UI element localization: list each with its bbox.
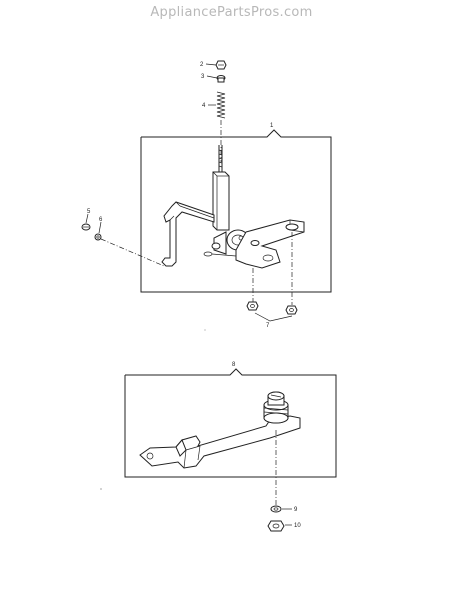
- callout-6: 6: [99, 217, 103, 223]
- speck: [204, 329, 206, 331]
- part-8-arm: [139, 415, 301, 469]
- callout-1: 1: [270, 123, 274, 129]
- watermark-text: AppliancePartsPros.com: [150, 5, 313, 20]
- part-1-base-plate: [203, 219, 305, 269]
- part-7-nut-right: [285, 305, 298, 315]
- part-8-stud: [263, 391, 289, 424]
- callout-5: 5: [87, 209, 91, 215]
- callout-2: 2: [200, 62, 204, 68]
- lower-assembly: 8 9: [124, 362, 337, 532]
- upper-assembly-frame: [140, 129, 332, 293]
- callout-9: 9: [294, 507, 298, 513]
- part-1-lever-arm: [161, 201, 215, 267]
- part-10-nut: [267, 520, 285, 532]
- part-4-spring: [216, 91, 226, 119]
- part-2-nut: [215, 60, 227, 70]
- callout-4: 4: [202, 103, 206, 109]
- callout-8: 8: [232, 362, 236, 368]
- lower-assembly-frame: [124, 368, 337, 478]
- part-9-washer: [270, 505, 282, 513]
- part-6-washer: [94, 233, 102, 241]
- part-1-bracket-post: [212, 171, 230, 231]
- part-5-screw: [81, 223, 91, 231]
- part-7-nut-left: [246, 301, 259, 311]
- callout-10: 10: [294, 523, 301, 529]
- speck: [100, 488, 102, 490]
- part-3-washer: [216, 75, 226, 83]
- callout-7: 7: [266, 323, 270, 329]
- upper-assembly: 1 2 3 4: [81, 60, 332, 329]
- callout-3: 3: [201, 74, 205, 80]
